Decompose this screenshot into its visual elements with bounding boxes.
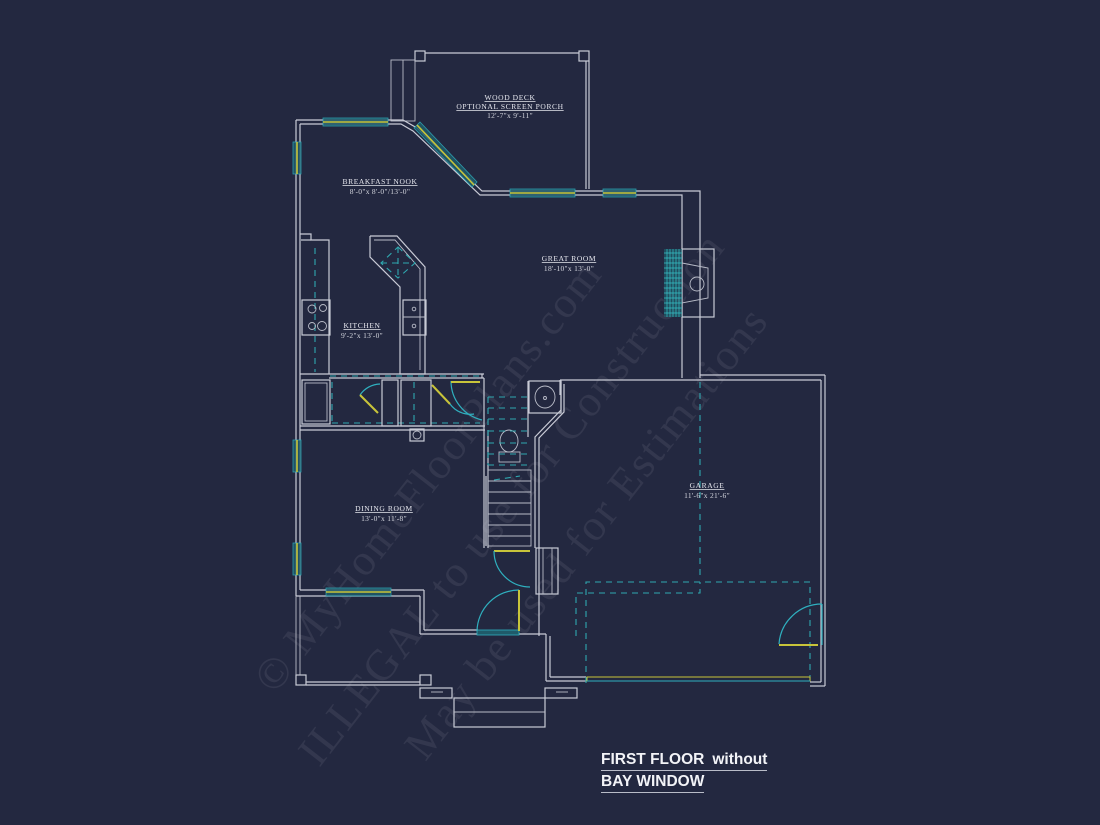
drawing-title-line1: FIRST FLOOR without: [601, 749, 768, 771]
drawing-title: FIRST FLOOR without BAY WINDOW: [601, 749, 768, 793]
kitchen-fixtures: [300, 233, 427, 375]
fireplace-hearth-tile: [664, 249, 682, 317]
svg-text:8'-0"x 8'-0"/13'-0": 8'-0"x 8'-0"/13'-0": [350, 187, 410, 196]
fireplace: [664, 248, 715, 318]
hall-and-closets: [300, 373, 485, 442]
windows: [292, 117, 637, 597]
room-label-dining-room: DINING ROOM 13'-0"x 11'-8": [355, 504, 413, 523]
drawing-title-main: FIRST FLOOR: [601, 751, 705, 768]
svg-text:OPTIONAL SCREEN PORCH: OPTIONAL SCREEN PORCH: [456, 102, 563, 111]
kitchen-corner-sink-outline: [380, 246, 416, 279]
drawing-title-line2: BAY WINDOW: [601, 771, 705, 793]
front-porch: [295, 596, 578, 728]
powder-room-and-stairs: [483, 378, 565, 636]
stairs-lower: [485, 469, 532, 547]
svg-text:BREAKFAST NOOK: BREAKFAST NOOK: [342, 177, 417, 186]
wood-deck-outline: [390, 50, 590, 189]
room-label-wood-deck: WOOD DECK OPTIONAL SCREEN PORCH 12'-7"x …: [456, 93, 563, 120]
svg-text:11'-6"x 21'-6": 11'-6"x 21'-6": [684, 491, 730, 500]
svg-text:12'-7"x 9'-11": 12'-7"x 9'-11": [487, 111, 533, 120]
front-entry-door: [476, 589, 520, 636]
svg-text:18'-10"x 13'-0": 18'-10"x 13'-0": [544, 264, 594, 273]
svg-text:DINING ROOM: DINING ROOM: [355, 504, 413, 513]
room-label-great-room: GREAT ROOM 18'-10"x 13'-0": [542, 254, 596, 273]
svg-text:9'-2"x 13'-0": 9'-2"x 13'-0": [341, 331, 383, 340]
svg-text:WOOD DECK: WOOD DECK: [484, 93, 535, 102]
stairs-upper: [487, 396, 528, 466]
svg-text:KITCHEN: KITCHEN: [343, 321, 380, 330]
hall-doors: [359, 380, 483, 421]
garage-fixtures: [575, 382, 823, 683]
room-label-kitchen: KITCHEN 9'-2"x 13'-0": [341, 321, 383, 340]
svg-text:GREAT ROOM: GREAT ROOM: [542, 254, 596, 263]
svg-text:GARAGE: GARAGE: [690, 481, 725, 490]
svg-text:13'-0"x 11'-8": 13'-0"x 11'-8": [361, 514, 407, 523]
room-label-breakfast-nook: BREAKFAST NOOK 8'-0"x 8'-0"/13'-0": [342, 177, 417, 196]
room-label-garage: GARAGE 11'-6"x 21'-6": [684, 481, 730, 500]
drawing-title-suffix: without: [712, 751, 768, 768]
